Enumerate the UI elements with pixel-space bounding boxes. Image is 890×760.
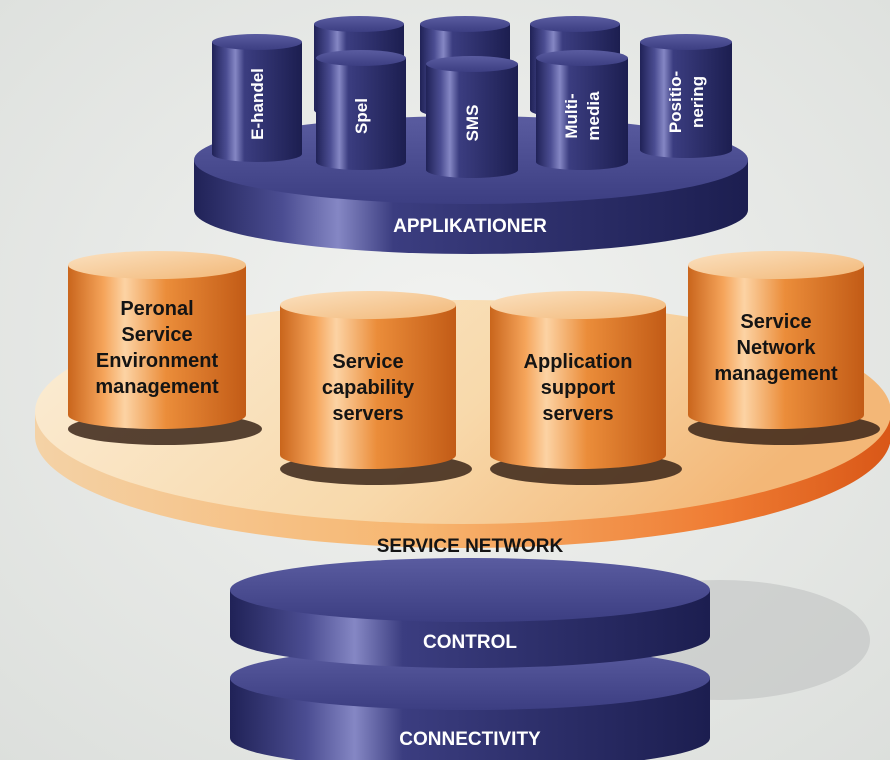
server-label: capability	[322, 377, 415, 399]
server-cylinder: Service capability servers	[280, 291, 472, 485]
server-label: Network	[737, 337, 817, 359]
control-layer: CONTROL	[230, 558, 710, 668]
application-cylinder: SMS	[426, 56, 518, 178]
applications-label: APPLIKATIONER	[393, 216, 547, 237]
server-label: servers	[542, 403, 613, 425]
application-label: Positio-	[666, 71, 685, 133]
application-cylinder: Spel	[316, 50, 406, 170]
service-network-label: SERVICE NETWORK	[377, 536, 564, 557]
server-label: Service	[740, 311, 811, 333]
server-label: Environment	[96, 350, 219, 372]
server-label: Peronal	[120, 298, 193, 320]
server-label: support	[541, 377, 616, 399]
application-cylinder: E-handel	[212, 34, 302, 162]
application-label: Multi-	[562, 93, 581, 138]
server-label: Service	[332, 351, 403, 373]
server-label: Application	[524, 351, 633, 373]
application-label: SMS	[463, 105, 482, 142]
application-label: Spel	[352, 98, 371, 134]
server-label: management	[95, 376, 219, 398]
server-cylinders: PeronalServiceEnvironmentmanagementServi…	[68, 251, 880, 485]
server-label: management	[714, 363, 838, 385]
application-label: E-handel	[248, 68, 267, 140]
connectivity-label: CONNECTIVITY	[399, 729, 541, 750]
application-label: media	[584, 91, 603, 141]
server-label: Service	[121, 324, 192, 346]
server-label: servers	[332, 403, 403, 425]
control-label: CONTROL	[423, 632, 517, 653]
server-cylinder: Application support servers	[490, 291, 682, 485]
application-cylinder: Positio-nering	[640, 34, 732, 158]
application-label: nering	[688, 76, 707, 128]
application-cylinder: Multi-media	[536, 50, 628, 170]
